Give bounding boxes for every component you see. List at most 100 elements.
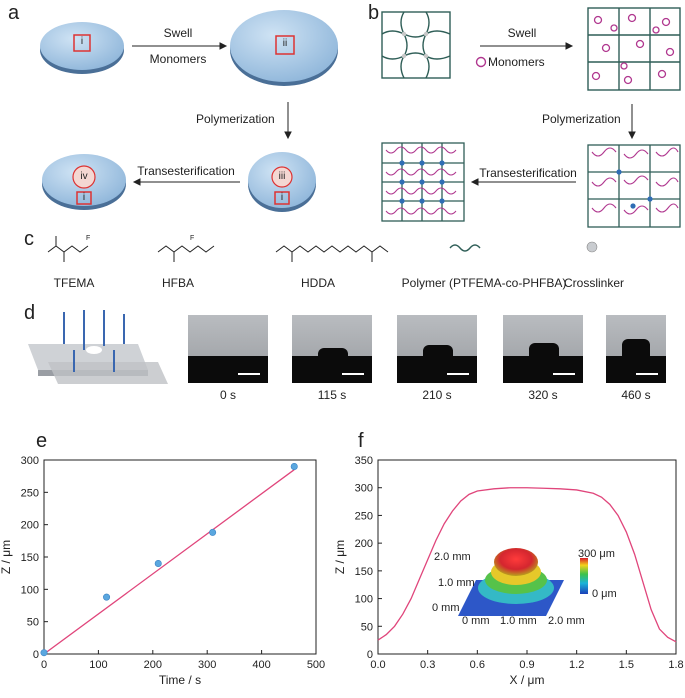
y-tick-label: 150 [355,566,373,578]
swell-label-a: Swell [163,26,193,40]
x-tick-label: 100 [89,659,107,671]
y-tick-label: 200 [21,520,39,532]
network-transesterified [381,142,465,222]
panel-label-d: d [24,302,36,324]
x-tick-label: 1.8 [668,659,683,671]
optical-frame [188,315,268,383]
hdda-structure [275,245,389,253]
inset-x-label-0: 0 mm [462,615,490,627]
inset-scale-min: 0 μm [592,588,617,600]
frame-time-label: 115 s [317,388,347,402]
network-initial [381,11,451,79]
roman-i-top: i [80,36,84,47]
panel-label-e: e [36,430,48,452]
optical-frame [503,315,583,383]
roman-ii: ii [282,38,288,49]
panel-label-c: c [24,228,34,250]
polymerization-label-a: Polymerization [196,112,275,126]
y-tick-label: 250 [21,487,39,499]
x-tick-label: 400 [252,659,270,671]
network-swollen [587,7,681,91]
x-tick-label: 200 [144,659,162,671]
optical-frame [606,315,666,383]
monomers-label-a: Monomers [149,52,207,66]
x-tick-label: 0.0 [370,659,385,671]
y-axis-label: Z / μm [333,540,347,574]
x-tick-label: 0.6 [470,659,485,671]
roman-iv: iv [80,171,88,182]
y-tick-label: 200 [355,538,373,550]
swell-label-b: Swell [507,26,537,40]
polymer-icon [449,244,481,252]
disk-large-swollen [230,10,338,86]
panel-b-diagram [381,7,681,228]
polymer-label: Polymer (PTFEMA-co-PHFBA) [401,276,567,290]
y-tick-label: 300 [21,455,39,467]
panel-c-structures: F F [47,235,598,262]
y-tick-label: 100 [21,584,39,596]
y-tick-label: 300 [355,483,373,495]
inset-colorbar [580,558,588,594]
tfema-f-label: F [86,235,90,242]
network-polymerized [587,144,681,228]
data-point [103,593,111,601]
y-tick-label: 0 [367,649,373,661]
disk-polymerized [248,152,316,212]
x-axis-label: Time / s [159,673,201,687]
transesterification-label-a: Transesterification [137,164,235,178]
y-tick-label: 250 [355,510,373,522]
y-tick-label: 0 [33,649,39,661]
roman-i-bottom-left: i [82,192,86,203]
inset-x-label-2: 2.0 mm [548,615,585,627]
optical-frame [292,315,372,383]
profile-line [377,487,677,643]
data-point [209,528,217,536]
y-tick-label: 50 [361,621,373,633]
frame-time-label: 0 s [219,388,237,402]
hfba-label: HFBA [161,276,195,290]
tfema-structure [47,245,89,253]
roman-i-bottom-right: i [280,192,284,203]
hfba-structure [157,245,215,253]
tfema-label: TFEMA [53,276,95,290]
inset-y-label-1: 1.0 mm [438,577,475,589]
x-tick-label: 0 [41,659,47,671]
x-tick-label: 300 [198,659,216,671]
panel-a-diagram [40,10,338,212]
crosslinker-icon [586,241,598,253]
data-point [154,559,162,567]
data-point [40,649,48,657]
frame-time-label: 320 s [528,388,558,402]
disk-small-initial [40,22,124,74]
fit-line [43,469,295,655]
y-axis-label: Z / μm [0,540,13,574]
y-tick-label: 350 [355,455,373,467]
x-axis-label: X / μm [510,673,545,687]
crosslinker-label: Crosslinker [563,276,625,290]
optical-frame [397,315,477,383]
hdda-label: HDDA [300,276,336,290]
y-tick-label: 100 [355,594,373,606]
y-tick-label: 50 [27,617,39,629]
disk-transesterified [42,154,126,210]
x-tick-label: 1.5 [619,659,634,671]
inset-y-label-2: 2.0 mm [434,551,471,563]
inset-x-label-1: 1.0 mm [500,615,537,627]
data-point [290,462,298,470]
inset-y-label-0: 0 mm [432,602,460,614]
panel-label-a: a [8,2,20,24]
hfba-f-label: F [190,235,194,242]
monomer-icon [475,56,487,68]
frame-time-label: 210 s [422,388,452,402]
y-tick-label: 150 [21,552,39,564]
panel-label-f: f [358,430,364,452]
polymerization-label-b: Polymerization [542,112,621,126]
x-tick-label: 500 [307,659,325,671]
panel-label-b: b [368,2,380,24]
monomers-label-b: Monomers [488,55,545,69]
frame-time-label: 460 s [621,388,651,402]
inset-dome [494,548,538,576]
inset-scale-max: 300 μm [578,548,615,560]
